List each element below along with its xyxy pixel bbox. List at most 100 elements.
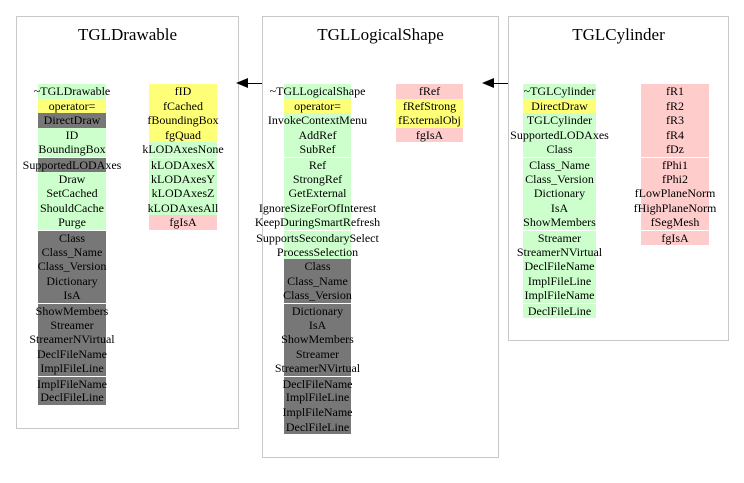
- field-item: kLODAxesAll: [148, 200, 218, 216]
- method-item: StrongRef: [284, 171, 351, 187]
- member-label: StrongRef: [292, 171, 343, 186]
- member-label: Class_Version: [283, 288, 352, 303]
- method-item: Class_Name: [284, 273, 351, 289]
- member-label: Streamer: [537, 230, 582, 245]
- member-label: fPhi1: [661, 157, 688, 172]
- member-label: fgIsA: [661, 230, 689, 245]
- member-label: DeclFileLine: [40, 390, 104, 405]
- member-label: Dictionary: [46, 273, 98, 288]
- method-item: KeepDuringSmartRefresh: [255, 215, 380, 230]
- method-item: SupportsSecondarySelect: [256, 229, 379, 245]
- method-item: DeclFileLine: [523, 302, 596, 318]
- method-item: SubRef: [284, 142, 351, 157]
- member-label: Streamer: [50, 317, 94, 332]
- member-label: SetCached: [46, 186, 98, 201]
- member-label: fgIsA: [415, 127, 444, 142]
- method-item: ImplFileLine: [523, 273, 596, 289]
- member-label: IgnoreSizeForOfInterest: [258, 200, 377, 215]
- member-label: AddRef: [298, 127, 337, 142]
- member-label: DirectDraw: [43, 113, 101, 128]
- member-label: fR2: [666, 98, 684, 113]
- method-item: DirectDraw: [523, 98, 596, 114]
- field-item: fgQuad: [149, 127, 217, 143]
- inheritance-arrow-line: [246, 83, 262, 84]
- method-item: AddRef: [284, 127, 351, 143]
- member-label: ImplFileName: [282, 405, 353, 420]
- method-item: Class_Version: [283, 288, 352, 303]
- method-item: SetCached: [38, 186, 106, 201]
- member-label: IsA: [550, 200, 569, 215]
- method-item: Dictionary: [284, 302, 351, 318]
- method-item: ImplFileLine: [38, 361, 106, 376]
- method-item: IsA: [523, 200, 596, 216]
- member-label: fRef: [418, 84, 441, 98]
- member-label: InvokeContextMenu: [267, 113, 368, 128]
- member-label: kLODAxesZ: [151, 186, 215, 201]
- member-label: StreamerNVirtual: [516, 244, 603, 259]
- member-label: operator=: [294, 98, 341, 113]
- member-label: Purge: [58, 215, 86, 230]
- member-label: fHighPlaneNorm: [633, 200, 717, 215]
- method-item: Class: [523, 142, 596, 157]
- method-item: Dictionary: [523, 186, 596, 201]
- method-item: DirectDraw: [38, 113, 106, 128]
- member-label: ~TGLLogicalShape: [269, 84, 366, 98]
- member-label: Draw: [58, 171, 86, 186]
- member-label: DeclFileName: [282, 376, 353, 391]
- method-item: Class_Version: [523, 171, 596, 187]
- member-label: fR4: [666, 127, 684, 142]
- method-item: DeclFileLine: [38, 390, 106, 406]
- field-item: fHighPlaneNorm: [634, 200, 716, 216]
- member-label: fR3: [666, 113, 684, 128]
- inheritance-arrow-line: [492, 83, 508, 84]
- member-label: ShowMembers: [281, 332, 354, 347]
- field-item: kLODAxesX: [149, 156, 217, 172]
- class-title: TGLLogicalShape: [317, 25, 444, 44]
- member-label: DeclFileName: [524, 259, 595, 274]
- method-item: operator=: [38, 98, 106, 114]
- field-item: fID: [149, 84, 217, 99]
- method-item: ~TGLDrawable: [34, 84, 110, 99]
- method-item: ~TGLCylinder: [523, 84, 596, 99]
- member-label: ShouldCache: [40, 200, 104, 215]
- member-label: Streamer: [295, 346, 340, 361]
- method-item: BoundingBox: [38, 142, 106, 157]
- method-item: Streamer: [38, 317, 106, 333]
- member-label: Class_Name: [41, 244, 103, 259]
- member-label: ~TGLDrawable: [33, 84, 111, 98]
- field-item: fR4: [641, 127, 709, 143]
- member-label: fgQuad: [165, 127, 201, 142]
- member-label: IsA: [63, 288, 81, 303]
- method-item: Purge: [38, 215, 106, 230]
- member-label: fSegMesh: [650, 215, 700, 230]
- method-item: Class_Version: [38, 259, 106, 274]
- method-item: StreamerNVirtual: [29, 332, 115, 347]
- member-label: SubRef: [299, 142, 336, 157]
- method-item: Ref: [284, 156, 351, 172]
- member-label: KeepDuringSmartRefresh: [254, 215, 381, 230]
- member-label: GetExternal: [288, 186, 347, 201]
- member-label: ~TGLCylinder: [523, 84, 596, 98]
- field-item: fDz: [641, 142, 709, 157]
- method-item: ID: [38, 127, 106, 143]
- field-item: fCached: [149, 98, 217, 114]
- method-item: DeclFileName: [523, 259, 596, 274]
- member-label: ImplFileLine: [40, 361, 104, 376]
- member-label: operator=: [48, 98, 96, 113]
- member-label: fLowPlaneNorm: [634, 186, 716, 201]
- field-item: fSegMesh: [641, 215, 709, 230]
- member-label: fID: [174, 84, 192, 98]
- member-label: ImplFileName: [37, 376, 107, 391]
- member-label: ImplFileLine: [285, 390, 350, 405]
- member-label: Ref: [308, 157, 327, 172]
- member-label: StreamerNVirtual: [274, 361, 361, 376]
- method-item: ProcessSelection: [277, 244, 358, 260]
- member-label: fRefStrong: [402, 98, 457, 113]
- member-label: DeclFileName: [37, 346, 107, 361]
- member-label: DeclFileLine: [527, 303, 592, 318]
- method-item: operator=: [284, 98, 351, 114]
